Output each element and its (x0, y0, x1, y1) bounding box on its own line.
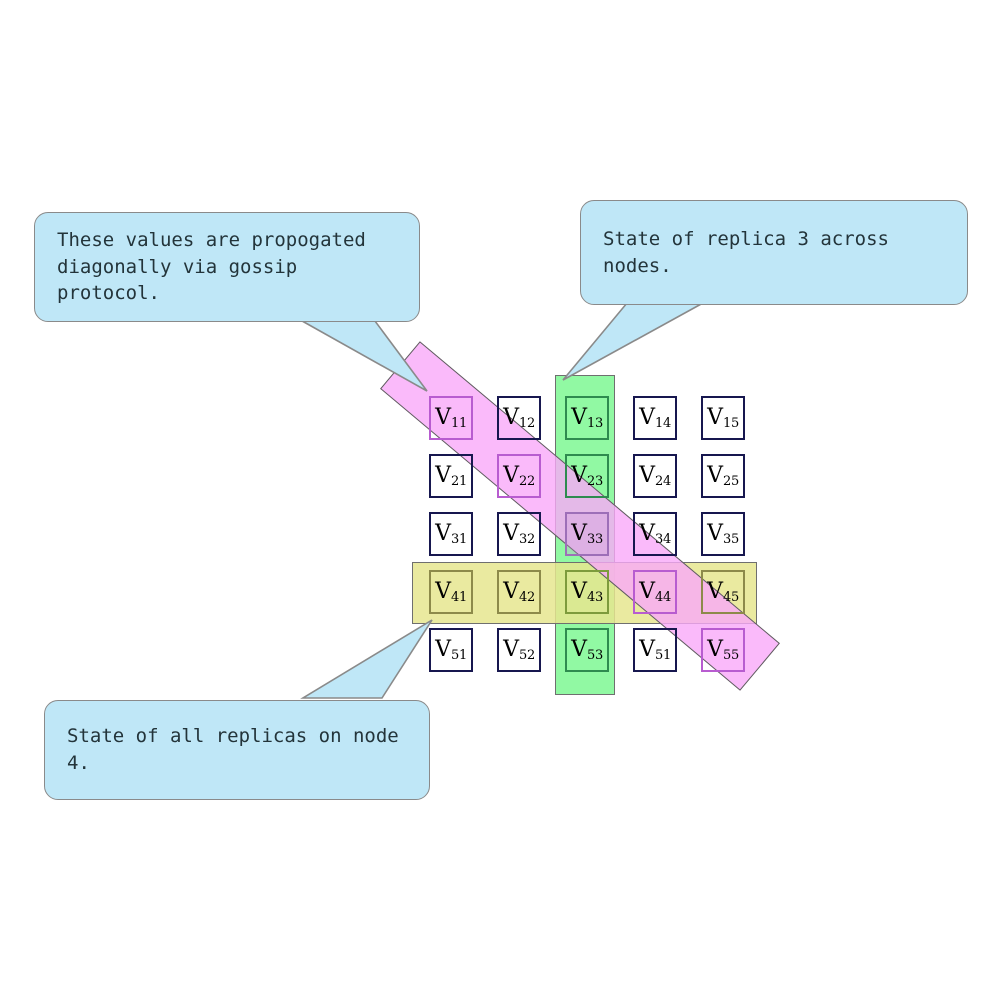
cell-symbol: V (707, 405, 723, 430)
cell-symbol: V (571, 521, 587, 546)
cell-subscript: 15 (722, 415, 739, 431)
cell-symbol: V (571, 637, 587, 662)
cell-subscript: 51 (450, 647, 467, 663)
cell-subscript: 22 (518, 473, 535, 489)
callout-replica-3-text: State of replica 3 across nodes. (603, 227, 889, 277)
cell-subscript: 33 (586, 531, 603, 547)
cell-subscript: 34 (654, 531, 671, 547)
cell-subscript: 35 (722, 531, 739, 547)
callout-node-4: State of all replicas on node 4. (44, 700, 430, 800)
cell-subscript: 11 (450, 415, 467, 431)
cell-symbol: V (639, 579, 655, 604)
cell-symbol: V (503, 463, 519, 488)
callout-replica-3: State of replica 3 across nodes. (580, 200, 968, 305)
cell-subscript: 44 (654, 589, 671, 605)
cell-symbol: V (435, 405, 451, 430)
cell-subscript: 24 (654, 473, 671, 489)
cell-symbol: V (707, 521, 723, 546)
cell-subscript: 21 (450, 473, 467, 489)
cell-symbol: V (639, 405, 655, 430)
cell-subscript: 43 (586, 589, 603, 605)
cell-subscript: 31 (450, 531, 467, 547)
cell-subscript: 32 (518, 531, 535, 547)
cell-symbol: V (639, 521, 655, 546)
cell-subscript: 14 (654, 415, 671, 431)
cell-symbol: V (707, 637, 723, 662)
cell-subscript: 45 (722, 589, 739, 605)
callout-gossip-protocol: These values are propogated diagonally v… (34, 212, 420, 322)
cell-symbol: V (707, 463, 723, 488)
cell-subscript: 51 (654, 647, 671, 663)
cell-symbol: V (435, 579, 451, 604)
cell-subscript: 55 (722, 647, 739, 663)
cell-subscript: 23 (586, 473, 603, 489)
cell-symbol: V (503, 637, 519, 662)
cell-symbol: V (503, 579, 519, 604)
cell-subscript: 53 (586, 647, 603, 663)
cell-subscript: 41 (450, 589, 467, 605)
cell-subscript: 42 (518, 589, 535, 605)
cell-symbol: V (639, 637, 655, 662)
cell-subscript: 52 (518, 647, 535, 663)
cell-symbol: V (571, 405, 587, 430)
cell-subscript: 12 (518, 415, 535, 431)
cell-subscript: 13 (586, 415, 603, 431)
cell-symbol: V (435, 637, 451, 662)
cell-symbol: V (503, 405, 519, 430)
cell-symbol: V (571, 579, 587, 604)
cell-symbol: V (503, 521, 519, 546)
callout-gossip-text: These values are propogated diagonally v… (57, 228, 366, 305)
cell-symbol: V (435, 521, 451, 546)
cell-symbol: V (571, 463, 587, 488)
cell-symbol: V (435, 463, 451, 488)
cell-symbol: V (639, 463, 655, 488)
cell-subscript: 25 (722, 473, 739, 489)
cell-symbol: V (707, 579, 723, 604)
callout-node-4-text: State of all replicas on node 4. (67, 725, 399, 774)
